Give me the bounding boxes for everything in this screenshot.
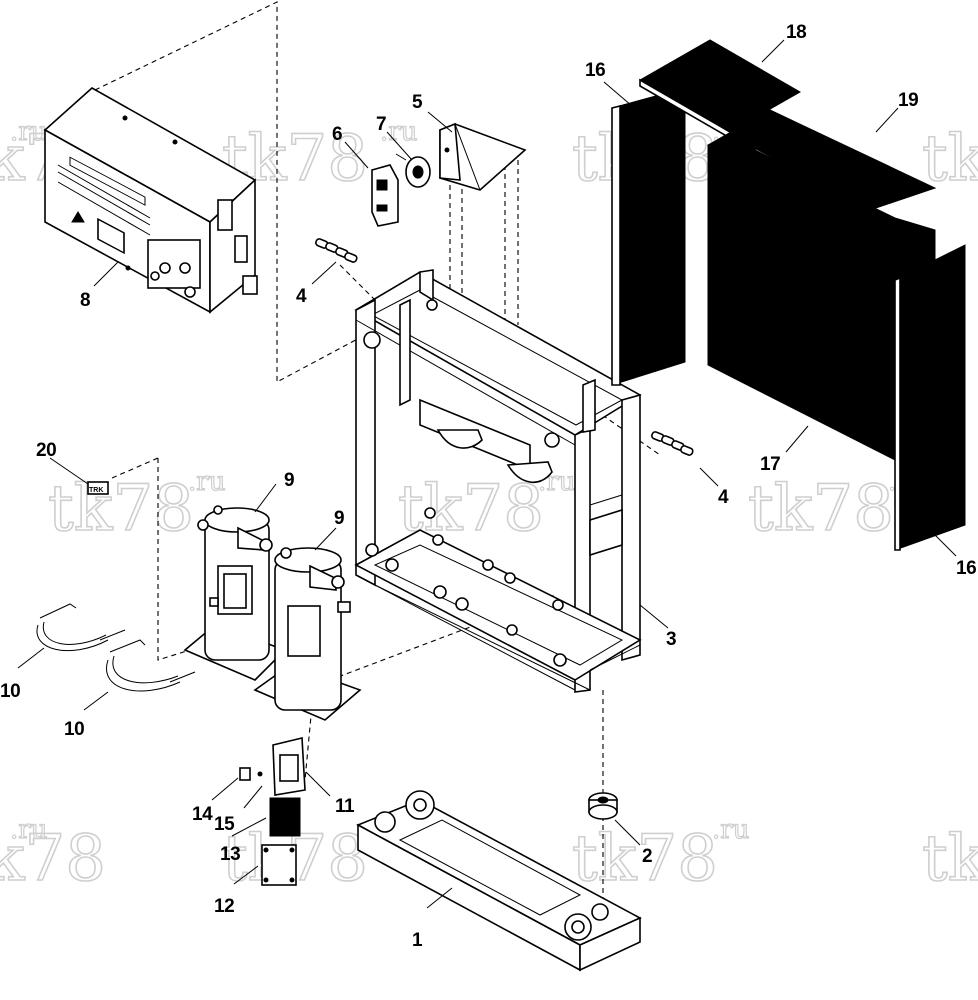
clamp-strap [106,639,196,692]
base-platform [356,790,642,972]
watermark-suffix: .ru [380,117,417,147]
callout-4: 4 [296,286,307,307]
vibration-mount [588,792,618,820]
callout-18: 18 [786,22,806,43]
watermark-suffix: .ru [10,815,47,845]
main-frame [354,269,642,693]
watermark-main: tk78 [748,472,894,546]
chain-link-part [651,431,694,456]
callout-19: 19 [898,90,918,111]
callout-9: 9 [334,508,344,529]
callout-8: 8 [80,290,90,311]
chain-link-part [315,238,358,263]
compressor-left [183,505,287,681]
callout-10: 10 [0,681,20,702]
callout-16: 16 [585,60,605,81]
watermark-main: tk78 [922,822,978,896]
callout-15: 15 [214,814,235,835]
leader-lines [17,39,957,909]
callout-1: 1 [412,930,423,951]
callout-16: 16 [956,558,976,579]
compressor-right [253,547,362,721]
callout-17: 17 [760,454,780,475]
watermark-main: tk78 [572,822,718,896]
watermark-main: tk78 [48,472,194,546]
callout-12: 12 [214,896,234,917]
assembly-guide-lines [94,1,661,930]
watermark-main: tk78 [922,122,978,196]
callout-7: 7 [376,114,386,135]
callout-9: 9 [284,470,294,491]
control-box [43,87,258,314]
callout-20: 20 [36,440,56,461]
watermark-suffix: .ru [188,467,225,497]
callout-2: 2 [642,846,652,867]
callout-4: 4 [718,487,729,508]
clamp-strap [36,603,126,652]
watermark-suffix: .ru [10,117,47,147]
insulation-panels [611,39,966,551]
callout-6: 6 [332,124,342,145]
callout-5: 5 [412,92,423,113]
callout-14: 14 [192,804,213,825]
marking-plate-text: TRK [89,487,103,494]
frame-feet [363,299,567,667]
watermark-suffix: .ru [712,815,749,845]
callout-11: 11 [335,796,355,817]
callout-13: 13 [220,844,240,865]
contactor-assembly [239,736,306,886]
watermark-main: tk78 [0,822,106,896]
marking-plate: TRK [87,481,109,495]
callout-3: 3 [666,629,676,650]
callout-10: 10 [64,719,84,740]
bracket-assembly [371,122,527,227]
callout-labels: 1 2 3 4 4 5 6 7 8 9 9 10 10 11 12 13 14 … [0,22,977,951]
